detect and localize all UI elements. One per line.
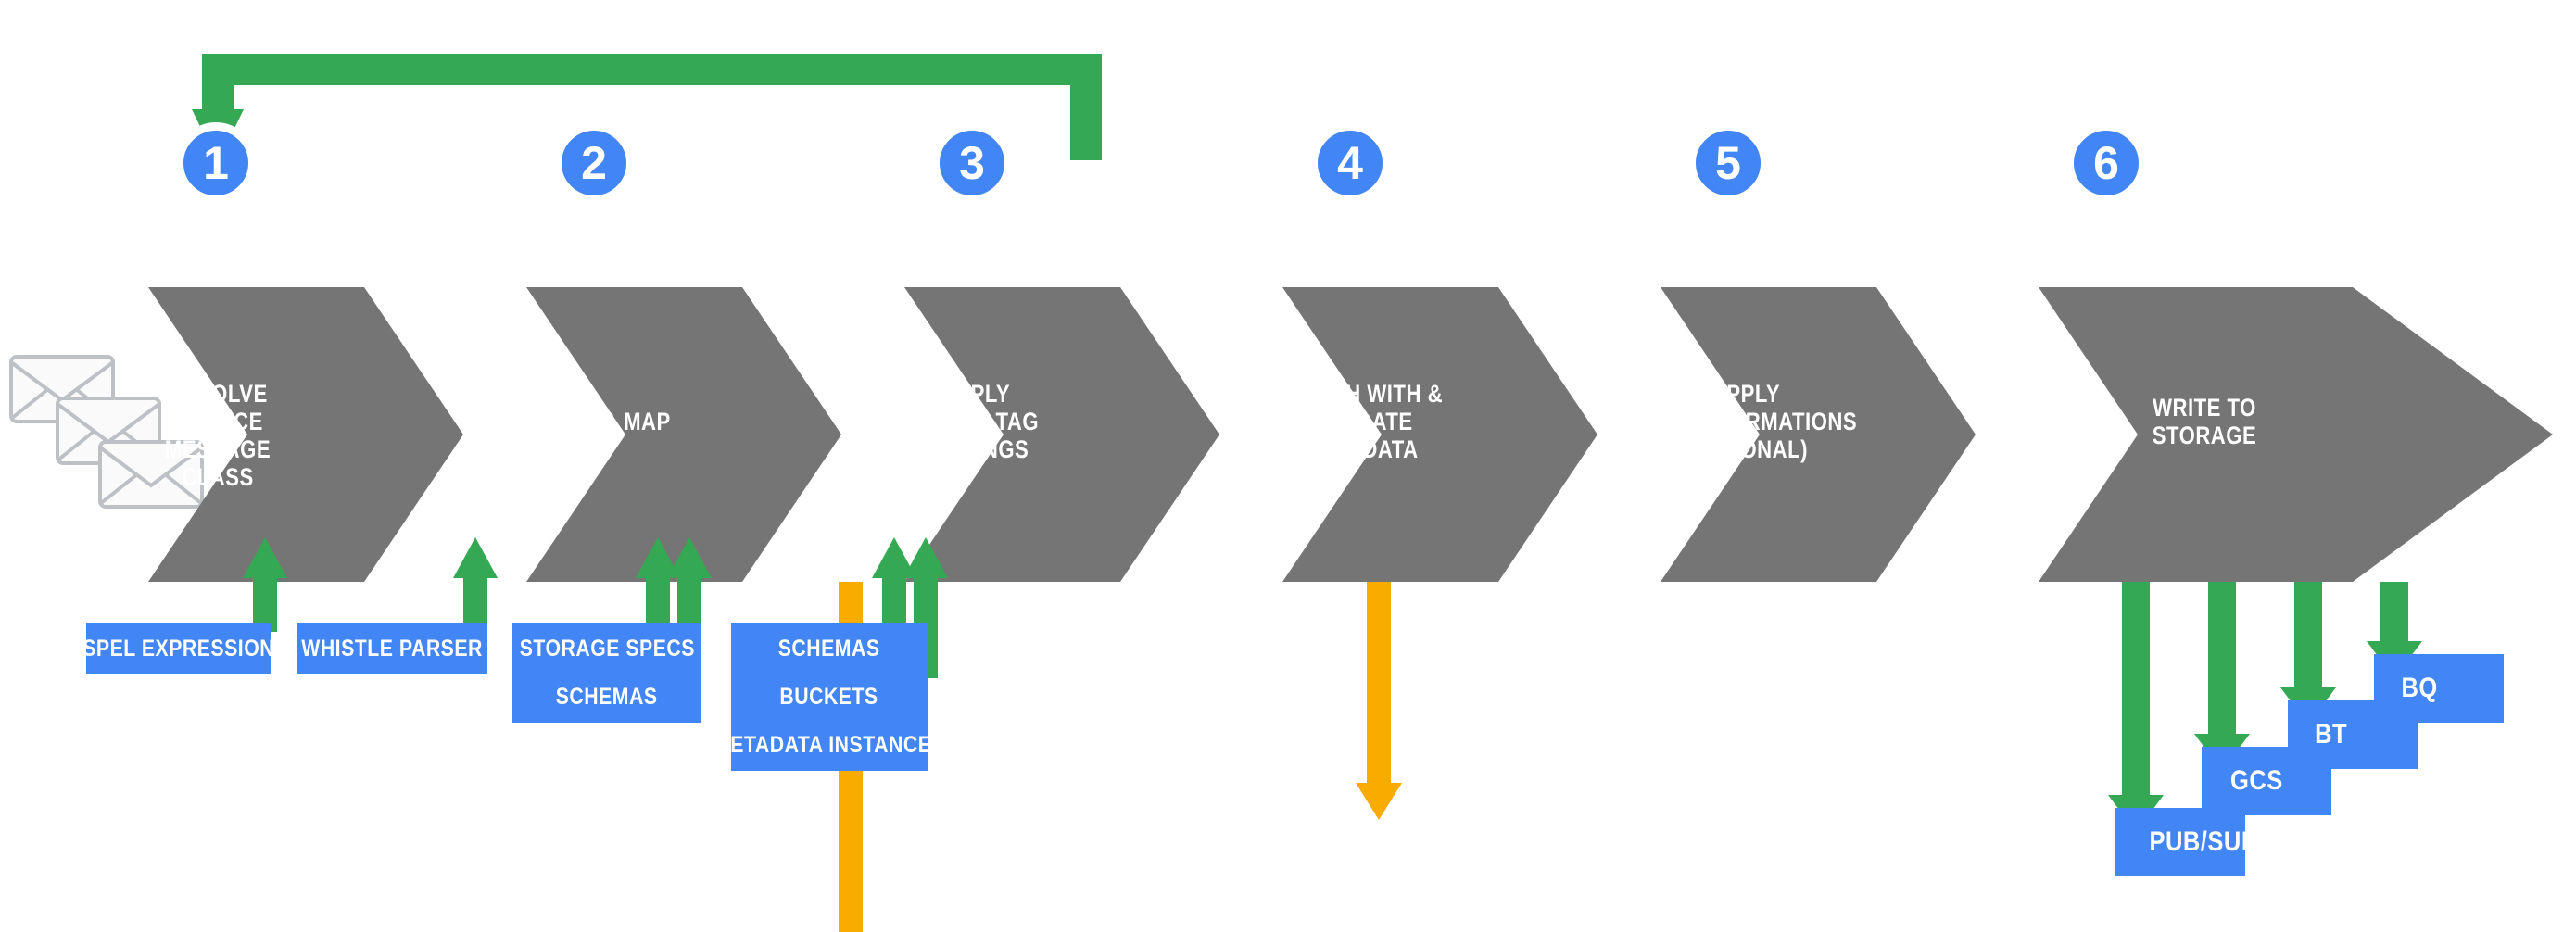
chevron-step-1[interactable] <box>148 287 463 582</box>
chip-bq[interactable]: BQ <box>2374 654 2504 723</box>
chip-schemas-step3-label: SCHEMAS <box>556 683 658 710</box>
chevron-step-5[interactable] <box>1661 287 1976 582</box>
step-badge-6[interactable]: 6 <box>2065 122 2147 204</box>
chevron-step-6[interactable] <box>2039 287 2553 582</box>
feedback-loop-arrow <box>192 54 1102 163</box>
step-badge-3[interactable]: 3 <box>931 122 1013 204</box>
arrow-storage-specs-to-step-3 <box>636 537 680 632</box>
chip-buckets-label: BUCKETS <box>779 683 879 710</box>
step-badge-2-number: 2 <box>581 137 607 189</box>
arrow-step-6-to-bt <box>2280 582 2336 724</box>
chip-whistle-parser-label: WHISTLE PARSER <box>301 635 483 661</box>
chip-bt-label: BT <box>2315 719 2348 749</box>
step-badge-4[interactable]: 4 <box>1309 122 1391 204</box>
step-badge-5-number: 5 <box>1715 137 1741 189</box>
chip-storage-specs-label: STORAGE SPECS <box>519 635 695 661</box>
chip-pub-sub[interactable]: PUB/SUB <box>2115 808 2258 876</box>
envelope-stack-icon <box>9 355 204 509</box>
chip-spel-expression-label: SPEL EXPRESSION <box>82 635 275 661</box>
step-badge-5[interactable]: 5 <box>1687 122 1769 204</box>
chip-schemas-step4-label: SCHEMAS <box>778 635 880 661</box>
arrow-whistle-parser-to-step-2 <box>453 537 498 632</box>
arrow-spel-expression-to-step-1 <box>243 537 287 632</box>
chevron-step-2[interactable] <box>526 287 841 582</box>
chip-schemas-step3[interactable]: SCHEMAS <box>512 671 701 723</box>
chevron-step-3[interactable] <box>904 287 1219 582</box>
step-badge-4-number: 4 <box>1337 137 1363 189</box>
step-badge-1[interactable]: 1 <box>175 122 257 204</box>
chip-gcs-label: GCS <box>2230 765 2283 796</box>
arrow-schemas-to-step-4 <box>872 537 916 632</box>
chip-spel-expression[interactable]: SPEL EXPRESSION <box>83 623 274 674</box>
step-badge-3-number: 3 <box>959 137 985 189</box>
chip-metadata-instances[interactable]: METADATA INSTANCES <box>713 719 944 771</box>
chip-gcs[interactable]: GCS <box>2202 747 2331 815</box>
arrow-step-6-to-gcs <box>2194 582 2250 771</box>
step-badge-2[interactable]: 2 <box>553 122 635 204</box>
chip-storage-specs[interactable]: STORAGE SPECS <box>512 623 701 674</box>
chip-pub-sub-label: PUB/SUB <box>2149 826 2259 857</box>
chevron-step-4[interactable] <box>1282 287 1597 582</box>
arrow-step-6-to-pub-sub <box>2108 582 2164 832</box>
envelope-icon-3 <box>98 440 204 509</box>
chip-buckets[interactable]: BUCKETS <box>731 671 928 723</box>
chip-whistle-parser[interactable]: WHISTLE PARSER <box>297 623 487 674</box>
chip-schemas-step4[interactable]: SCHEMAS <box>731 623 928 674</box>
chip-bq-label: BQ <box>2401 673 2438 703</box>
step-badge-6-number: 6 <box>2093 137 2119 189</box>
chip-metadata-instances-label: METADATA INSTANCES <box>713 731 946 758</box>
step-badge-1-number: 1 <box>203 137 229 189</box>
